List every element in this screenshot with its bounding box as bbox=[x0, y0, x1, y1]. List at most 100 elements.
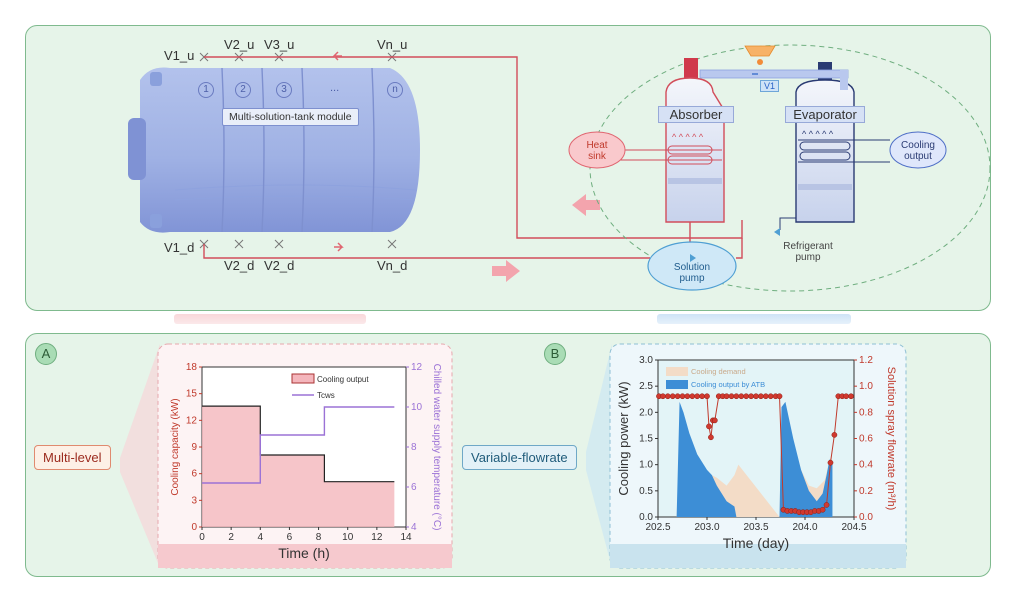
valve-vnu-label: Vn_u bbox=[377, 37, 408, 52]
chart-b-plot: 0.00.51.01.52.02.53.00.00.20.40.60.81.01… bbox=[616, 355, 897, 551]
y-tick-label: 1.5 bbox=[639, 434, 653, 445]
refrigerant-pump-line-2: pump bbox=[795, 252, 821, 263]
y2-tick-label: 0.4 bbox=[859, 460, 873, 471]
chart-b: 0.00.51.01.52.02.53.00.00.20.40.60.81.01… bbox=[586, 343, 907, 569]
x-axis-label: Time (day) bbox=[723, 535, 789, 551]
valve-v1-label: V1 bbox=[760, 80, 780, 92]
flowrate-point bbox=[694, 393, 701, 400]
vapour-pipe bbox=[699, 45, 849, 90]
chart-a-xlabel-band bbox=[158, 544, 452, 568]
svg-text:^ ^ ^ ^ ^: ^ ^ ^ ^ ^ bbox=[672, 132, 704, 142]
y-axis-label: Cooling power (kW) bbox=[616, 381, 631, 495]
ribbon-left bbox=[174, 314, 366, 324]
tcws-line bbox=[202, 406, 395, 484]
flowrate-point bbox=[679, 393, 686, 400]
flowrate-point bbox=[704, 393, 710, 400]
y-tick-label: 0.0 bbox=[639, 512, 653, 523]
x-tick-label: 204.0 bbox=[792, 522, 817, 533]
x-tick-label: 202.5 bbox=[645, 522, 670, 533]
y-tick-label: 0.5 bbox=[639, 486, 653, 497]
flowrate-point bbox=[776, 393, 783, 400]
y-tick-label: 12 bbox=[186, 415, 198, 426]
legend-swatch-cooling bbox=[291, 373, 315, 384]
x-tick-label: 203.5 bbox=[743, 522, 768, 533]
evaporator-vessel: ^ ^ ^ ^ ^ bbox=[779, 62, 890, 230]
valve-v2d-second-label: V2_d bbox=[264, 258, 295, 273]
y-tick-label: 3.0 bbox=[639, 355, 653, 366]
flowrate-point bbox=[723, 393, 730, 400]
cooling-output-atb-area bbox=[676, 401, 833, 517]
x-tick-label: 204.5 bbox=[841, 522, 866, 533]
cooling-output-line-2: output bbox=[904, 151, 932, 162]
flowrate-point bbox=[711, 417, 718, 424]
y2-tick-label: 8 bbox=[411, 442, 417, 453]
solution-pump-oval[interactable] bbox=[647, 241, 737, 291]
y-tick-label: 18 bbox=[186, 362, 198, 373]
y2-tick-label: 0.8 bbox=[859, 407, 873, 418]
flowrate-point bbox=[738, 393, 745, 400]
pipe-arrows bbox=[332, 51, 600, 282]
multi-level-tag: Multi-level bbox=[34, 445, 111, 470]
y-tick-label: 1.0 bbox=[639, 460, 653, 471]
legend-swatch-atb bbox=[666, 380, 688, 389]
evaporator-label: Evaporator bbox=[785, 106, 865, 123]
chart-b-wedge bbox=[586, 344, 612, 568]
flowrate-point bbox=[699, 393, 705, 400]
valve-vnd-label: Vn_d bbox=[377, 258, 408, 273]
ribbon-right bbox=[657, 314, 851, 324]
panel-b-badge: B bbox=[544, 343, 566, 365]
flowrate-point bbox=[669, 393, 676, 400]
flowrate-point bbox=[819, 506, 826, 513]
multi-solution-tank bbox=[128, 67, 420, 233]
flowrate-point bbox=[758, 393, 764, 400]
tank-cell-ellipsis: ... bbox=[330, 82, 340, 94]
flowrate-point bbox=[708, 434, 714, 441]
valve-v1d-label: V1_d bbox=[164, 240, 195, 255]
cooling-output-label: Cooling output bbox=[898, 140, 938, 162]
x-tick-label: 6 bbox=[287, 532, 293, 543]
x-tick-label: 10 bbox=[342, 532, 354, 543]
refrigerant-pump-line-1: Refrigerant bbox=[783, 241, 833, 252]
chart-a-wedge bbox=[120, 344, 160, 568]
valve-v2d-label: V2_d bbox=[224, 258, 255, 273]
y-tick-label: 0 bbox=[191, 522, 197, 533]
y-tick-label: 6 bbox=[191, 469, 197, 480]
cooling-output-line-1: Cooling bbox=[901, 140, 935, 151]
tank-cell-1: 1 bbox=[198, 82, 214, 98]
x-tick-label: 12 bbox=[371, 532, 383, 543]
y2-tick-label: 10 bbox=[411, 402, 423, 413]
y2-tick-label: 0.6 bbox=[859, 434, 873, 445]
absorber-vessel: ^ ^ ^ ^ ^ bbox=[612, 58, 725, 223]
legend-label-demand: Cooling demand bbox=[691, 367, 746, 376]
y2-tick-label: 0.2 bbox=[859, 486, 873, 497]
y2-tick-label: 6 bbox=[411, 482, 417, 493]
y2-tick-label: 4 bbox=[411, 522, 417, 533]
y2-tick-label: 1.0 bbox=[859, 381, 873, 392]
flowrate-point bbox=[660, 393, 666, 400]
x-tick-label: 0 bbox=[199, 532, 205, 543]
cooling-output-area bbox=[202, 406, 395, 527]
flowrate-point bbox=[848, 393, 854, 400]
refrigerant-pump-icon bbox=[774, 228, 780, 236]
tank-cell-2: 2 bbox=[235, 82, 251, 98]
pump-icon bbox=[690, 254, 696, 262]
legend-label-atb: Cooling output by ATB bbox=[691, 380, 765, 389]
valve-v2u-label: V2_u bbox=[224, 37, 255, 52]
absorber-label: Absorber bbox=[658, 106, 734, 123]
y2-tick-label: 0.0 bbox=[859, 512, 873, 523]
x-tick-label: 14 bbox=[400, 532, 412, 543]
x-tick-label: 8 bbox=[316, 532, 322, 543]
flowrate-point bbox=[827, 459, 834, 466]
tank-module-label: Multi-solution-tank module bbox=[222, 108, 359, 126]
flowrate-point bbox=[684, 393, 691, 400]
y-tick-label: 3 bbox=[191, 495, 197, 506]
x-tick-label: 4 bbox=[258, 532, 264, 543]
flowrate-point bbox=[664, 393, 671, 400]
valve-v1u-label: V1_u bbox=[164, 48, 195, 63]
legend-label-cooling: Cooling output bbox=[317, 375, 369, 384]
heat-sink-line-1: Heat bbox=[586, 140, 608, 151]
y-tick-label: 2.5 bbox=[639, 381, 653, 392]
legend-swatch-demand bbox=[666, 367, 688, 376]
flowrate-point bbox=[762, 393, 769, 400]
